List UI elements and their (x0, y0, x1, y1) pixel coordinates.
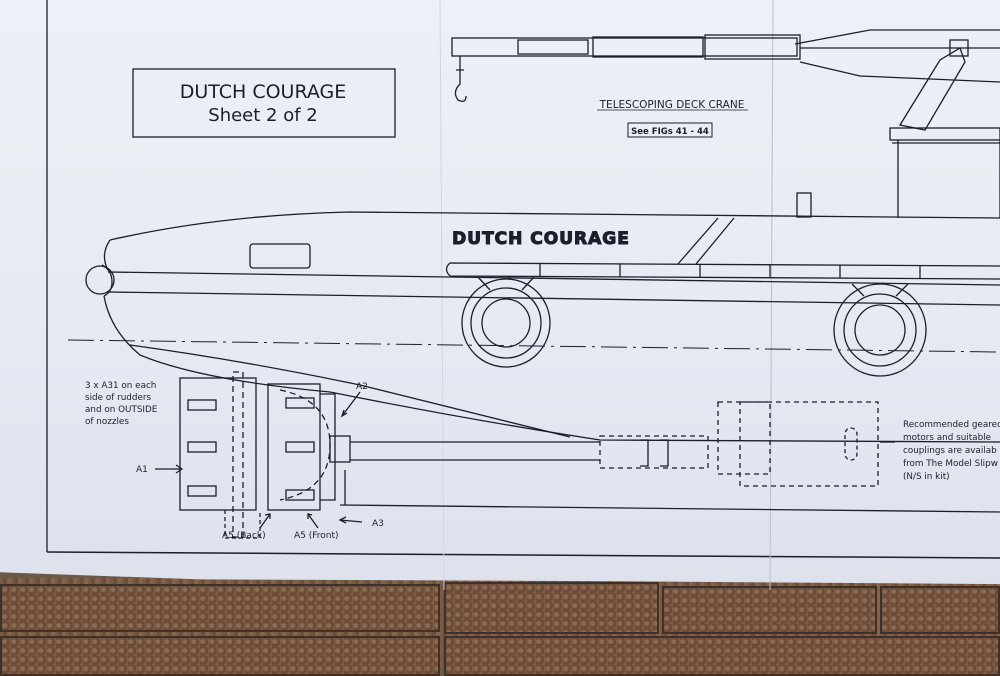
anode-note: 3 x A31 on each side of rudders and on O… (85, 381, 157, 427)
hull-keel-line (104, 296, 1000, 442)
label-a5-front: A5 (Front) (294, 531, 339, 541)
note-line: side of rudders (85, 393, 151, 403)
motor-outline (718, 402, 770, 474)
note-line: from The Model Slipw (903, 459, 998, 469)
fender-rail (447, 263, 1000, 279)
note-line: motors and suitable (903, 433, 991, 443)
border-line-bottom (47, 552, 1000, 558)
gearbox-outline (740, 402, 878, 486)
note-line: of nozzles (85, 417, 129, 427)
note-line: couplings are availab (903, 446, 997, 456)
label-a5-back: A5 (Back) (222, 531, 266, 541)
note-line: (N/S in kit) (903, 472, 950, 482)
prop-shaft (350, 442, 600, 460)
rudder (180, 378, 256, 510)
title-sheet: Sheet 2 of 2 (208, 105, 317, 126)
note-line: Recommended geared (903, 420, 1000, 430)
motor-note: Recommended geared motors and suitable c… (903, 420, 1000, 482)
kort-nozzle (268, 384, 320, 510)
crane-title: TELESCOPING DECK CRANE (599, 99, 745, 111)
title-main: DUTCH COURAGE (180, 81, 347, 103)
label-a3: A3 (372, 519, 384, 529)
tyre-fender (462, 277, 550, 367)
hull-name: DUTCH COURAGE (452, 229, 630, 249)
crane-reference: See FIGs 41 - 44 (631, 127, 709, 137)
note-line: 3 x A31 on each (85, 381, 156, 391)
label-a2: A2 (356, 382, 368, 392)
tyre-fender (834, 284, 926, 376)
label-a1: A1 (136, 465, 148, 475)
title-block-frame (133, 69, 395, 137)
crane-boom (452, 30, 1000, 218)
note-line: and on OUTSIDE (85, 405, 157, 415)
